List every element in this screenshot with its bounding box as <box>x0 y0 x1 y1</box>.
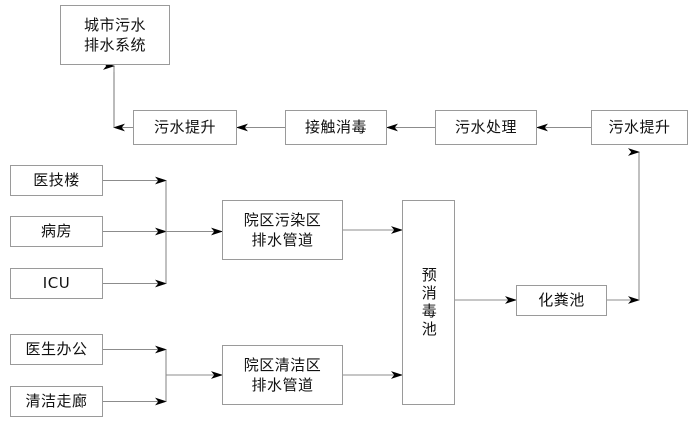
septic-tank-label: 化粪池 <box>538 290 585 309</box>
sewage-lift-right-label: 污水提升 <box>608 117 671 136</box>
icu-label: ICU <box>42 273 71 292</box>
sewage-lift-left-label: 污水提升 <box>153 117 216 136</box>
node-septic-tank[interactable]: 化粪池 <box>516 285 607 316</box>
sewage-treatment-label: 污水处理 <box>454 117 517 136</box>
clean-pipe-line2: 排水管道 <box>251 376 314 394</box>
node-clean-corridor[interactable]: 清洁走廊 <box>10 386 103 417</box>
ward-label: 病房 <box>40 221 72 240</box>
clean-corridor-label: 清洁走廊 <box>25 391 88 410</box>
node-sewage-treatment[interactable]: 污水处理 <box>435 110 537 145</box>
node-doctor-office[interactable]: 医生办公 <box>10 334 103 365</box>
medical-tech-building-label: 医技楼 <box>33 170 80 189</box>
node-ward[interactable]: 病房 <box>10 216 103 247</box>
pre-disinfection-tank-label: 预消毒池 <box>419 266 438 339</box>
node-sewage-lift-left[interactable]: 污水提升 <box>133 110 237 145</box>
clean-pipe-line1: 院区清洁区 <box>243 355 322 374</box>
contaminated-pipe-line1: 院区污染区 <box>243 210 322 229</box>
node-icu[interactable]: ICU <box>10 268 103 299</box>
node-medical-tech-building[interactable]: 医技楼 <box>10 165 103 196</box>
contaminated-pipe-line2: 排水管道 <box>251 231 314 249</box>
node-contaminated-zone-pipe[interactable]: 院区污染区 排水管道 <box>222 200 343 260</box>
city-sewer-line2: 排水系统 <box>83 36 146 54</box>
city-sewer-line1: 城市污水 <box>83 15 146 34</box>
node-clean-zone-pipe[interactable]: 院区清洁区 排水管道 <box>222 345 343 405</box>
node-contact-disinfection[interactable]: 接触消毒 <box>285 110 387 145</box>
node-sewage-lift-right[interactable]: 污水提升 <box>591 110 688 145</box>
doctor-office-label: 医生办公 <box>25 339 88 358</box>
node-city-sewer-system[interactable]: 城市污水 排水系统 <box>60 5 170 65</box>
contact-disinfection-label: 接触消毒 <box>304 117 367 136</box>
node-pre-disinfection-tank[interactable]: 预消毒池 <box>402 200 455 405</box>
